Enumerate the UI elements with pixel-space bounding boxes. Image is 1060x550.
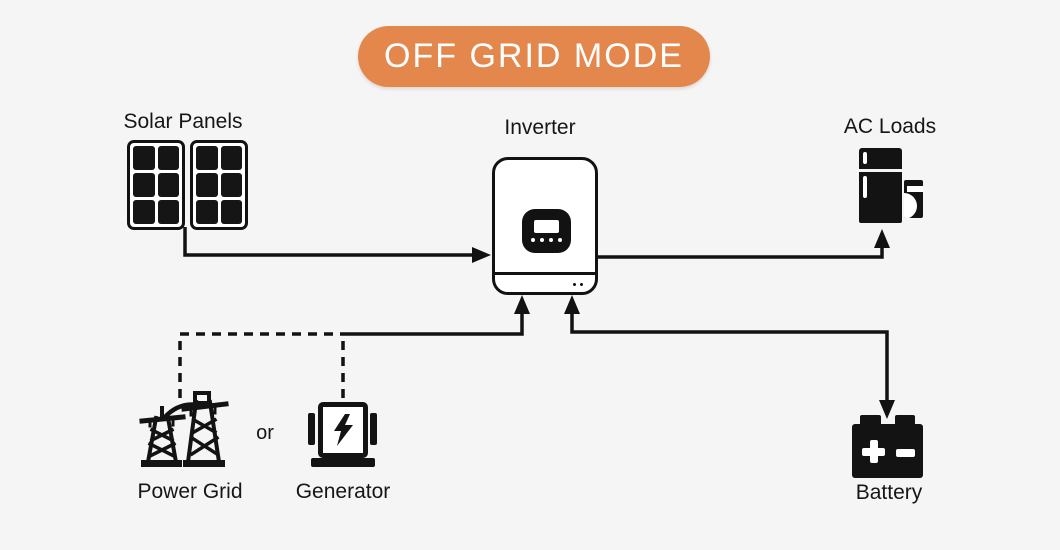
arrowhead-into-inverter-bottom-left bbox=[514, 295, 530, 314]
generator-base bbox=[311, 458, 375, 467]
arrowhead-into-battery bbox=[879, 400, 895, 419]
battery-label: Battery bbox=[855, 481, 923, 504]
lightning-bolt-icon bbox=[334, 414, 353, 446]
solar-panels-label: Solar Panels bbox=[123, 110, 243, 133]
generator-frame bbox=[318, 402, 368, 458]
or-label: or bbox=[256, 422, 274, 444]
solar-panel-icon bbox=[127, 140, 248, 230]
title-text: OFF GRID MODE bbox=[384, 37, 684, 75]
battery-minus-sign bbox=[896, 449, 915, 457]
solar-panel-right bbox=[190, 140, 248, 230]
refrigerator-freezer bbox=[859, 148, 902, 169]
connector-junction-to-inverter bbox=[343, 313, 524, 336]
washing-machine-icon bbox=[904, 180, 923, 218]
inverter-icon bbox=[492, 157, 598, 295]
arrowhead-into-inverter-bottom-right bbox=[564, 295, 580, 314]
power-grid-label: Power Grid bbox=[137, 480, 243, 503]
battery-terminal-negative bbox=[895, 415, 915, 425]
transmission-tower-icon bbox=[139, 391, 229, 467]
battery-terminal-positive bbox=[860, 415, 881, 425]
refrigerator-body bbox=[859, 172, 902, 223]
solar-panel-left bbox=[127, 140, 185, 230]
inverter-indicator-dots bbox=[573, 283, 583, 286]
connector-battery-to-inverter bbox=[570, 313, 889, 401]
connector-powergrid-dashed bbox=[178, 332, 343, 398]
freezer-handle bbox=[863, 152, 867, 164]
inverter-display bbox=[522, 209, 571, 253]
generator-right-handle bbox=[370, 413, 377, 445]
ac-loads-label: AC Loads bbox=[843, 115, 937, 138]
title-banner: OFF GRID MODE bbox=[358, 26, 710, 87]
generator-left-handle bbox=[308, 413, 315, 445]
inverter-panel-seam bbox=[494, 272, 596, 275]
connector-solar-to-inverter bbox=[183, 227, 474, 257]
arrowhead-into-acloads bbox=[874, 229, 890, 248]
washer-door bbox=[904, 193, 917, 218]
inverter-label: Inverter bbox=[504, 116, 576, 139]
generator-label: Generator bbox=[295, 480, 391, 503]
washer-panel bbox=[907, 186, 923, 192]
inverter-buttons bbox=[531, 238, 562, 242]
battery-body bbox=[852, 424, 923, 478]
battery-plus-sign-vertical bbox=[870, 440, 878, 463]
fridge-handle bbox=[863, 176, 867, 198]
connector-inverter-to-acloads bbox=[598, 246, 884, 259]
dashed-grid-generator-lines bbox=[178, 332, 345, 398]
inverter-screen bbox=[534, 220, 559, 233]
arrowhead-into-inverter-left bbox=[472, 247, 491, 263]
